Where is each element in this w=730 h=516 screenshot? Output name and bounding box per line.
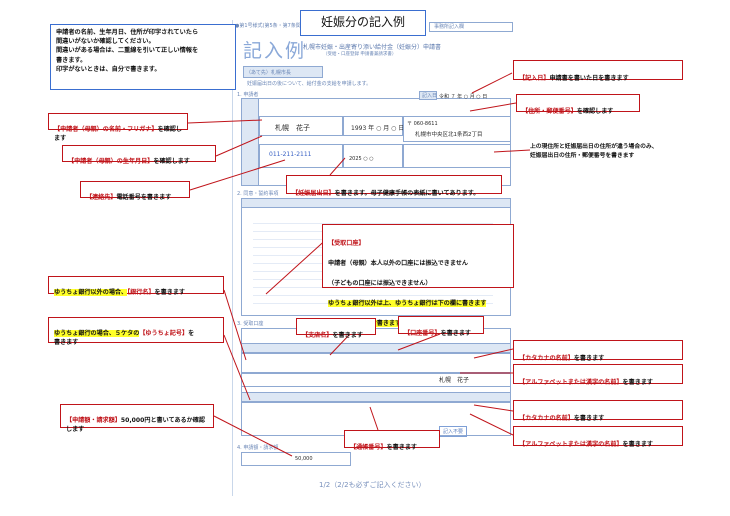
callout-written-date-tag: 【記入日】 bbox=[519, 75, 550, 82]
callout-alpha2-text: を書きます bbox=[622, 441, 654, 448]
form-header-left: ●第1号様式(第5条・第7条関係) bbox=[235, 23, 308, 29]
callout-address-text: を確認します bbox=[576, 108, 614, 115]
callout-applicant-name-tag: 【申請者（母親）の名前・フリガナ】 bbox=[54, 126, 158, 133]
callout-phone-text: 電話番号を書きます bbox=[116, 194, 172, 201]
mayor-box: （あて先）札幌市長 bbox=[243, 66, 323, 78]
callout-receive-account: 【受取口座】 申請者（母親）本人以外の口座には振込できません （子どもの口座には… bbox=[322, 224, 514, 327]
phone-value: 011-211-2111 bbox=[269, 151, 312, 158]
callout-receive-tag: 【受取口座】 bbox=[328, 240, 365, 247]
callout-branch: 【支店名】を書きます bbox=[296, 318, 376, 339]
callout-applicant-name-text: を確認します bbox=[54, 126, 182, 142]
callout-branch-tag: 【支店名】 bbox=[302, 332, 333, 339]
form-subtitle: （受給・口座登録 申請書兼請求書） bbox=[323, 52, 397, 57]
callout-alpha2-tag: 【アルファベットまたは漢字の名前】 bbox=[519, 441, 623, 448]
dob-field bbox=[343, 116, 403, 136]
callout-preg-date: 【妊娠届出日】を書きます。母子健康手帳の表紙に書いてあります。 bbox=[286, 175, 502, 197]
callout-alpha1-tag: 【アルファベットまたは漢字の名前】 bbox=[519, 379, 623, 386]
apply-note: 妊娠届出日の後について、給付金の支給を申請します。 bbox=[247, 81, 372, 87]
applicant-label-col bbox=[241, 98, 259, 186]
name-field bbox=[259, 116, 343, 136]
callout-receive-hl1: ゆうちょ銀行以外は上、ゆうちょ銀行は下の欄に書きます bbox=[328, 300, 487, 307]
fill-not-required-tag: 記入不要 bbox=[439, 426, 468, 437]
bank-name-row bbox=[241, 373, 511, 387]
dob-value: 1993 年 ○ 月 ○ 日 bbox=[351, 125, 405, 132]
section-amount: 4. 申請額・請求額 bbox=[237, 445, 279, 451]
preg-address-field bbox=[403, 144, 511, 168]
callout-written-date-text: 申請書を書いた日を書きます bbox=[549, 75, 629, 82]
name-value: 札幌 花子 bbox=[275, 124, 310, 132]
page-title: 妊娠分の記入例 bbox=[300, 10, 426, 36]
address-value: 札幌市中央区北1条西2丁目 bbox=[415, 132, 483, 138]
callout-account-no: 【口座番号】を書きます bbox=[398, 316, 484, 337]
callout-account-no-text: を書きます bbox=[440, 330, 472, 337]
callout-alpha1-text: を書きます bbox=[622, 379, 654, 386]
callout-passbook: 【通帳番号】を書きます bbox=[344, 430, 440, 451]
callout-alpha-name-1: 【アルファベットまたは漢字の名前】を書きます bbox=[513, 364, 683, 386]
preg-date-value: 2025 ○ ○ bbox=[349, 156, 374, 162]
account-name-value: 札幌 花子 bbox=[439, 377, 470, 384]
callout-kana2-tag: 【カタカナの名前】 bbox=[519, 415, 574, 422]
callout-non-yucho-tag: 【銀行名】 bbox=[127, 289, 155, 296]
account-header-row bbox=[241, 343, 511, 353]
section-applicant: 1. 申請者 bbox=[237, 92, 259, 98]
callout-kana2-text: を書きます bbox=[573, 415, 605, 422]
callout-yucho-pre: ゆうちょ銀行の場合、５ケタの bbox=[54, 330, 140, 337]
callout-applicant-dob-text: を確認します bbox=[153, 158, 190, 165]
callout-amount-tag: 【申請額・請求額】 bbox=[66, 417, 121, 424]
callout-branch-text: を書きます bbox=[332, 332, 363, 339]
amount-field bbox=[241, 452, 351, 466]
postal-value: 〒 060-8611 bbox=[407, 121, 438, 127]
callout-passbook-tag: 【通帳番号】 bbox=[350, 444, 387, 451]
applicant-table bbox=[241, 98, 511, 186]
form-footer: 1/2（2/2も必ずご記入ください） bbox=[319, 481, 426, 489]
consent-header bbox=[241, 198, 511, 208]
callout-phone-tag: 【連絡先】 bbox=[86, 194, 117, 201]
bank-row bbox=[241, 353, 511, 373]
callout-kana-name-1: 【カタカナの名前】を書きます bbox=[513, 340, 683, 362]
callout-applicant-dob: 【申請者（母親）の生年月日】を確認します bbox=[62, 145, 216, 165]
callout-account-no-tag: 【口座番号】 bbox=[404, 330, 441, 337]
callout-preg-date-text: を書きます。母子健康手帳の表紙に書いてあります。 bbox=[334, 190, 480, 197]
form-header-right: 事務所記入欄 bbox=[429, 22, 513, 32]
yucho-header-row bbox=[241, 392, 511, 402]
callout-alpha-name-2: 【アルファベットまたは漢字の名前】を書きます bbox=[513, 426, 683, 448]
amount-value: 50,000 bbox=[295, 456, 313, 462]
callout-non-yucho-pre: ゆうちょ銀行以外の場合、 bbox=[54, 289, 128, 296]
callout-address: 【住所・郵便番号】を確認します bbox=[516, 94, 640, 115]
callout-address-tag: 【住所・郵便番号】 bbox=[522, 108, 577, 115]
callout-written-date: 【記入日】申請書を書いた日を書きます bbox=[513, 60, 683, 82]
callout-preg-date-tag: 【妊娠届出日】 bbox=[292, 190, 335, 197]
callout-receive-line2: （子どもの口座には振込できません） bbox=[328, 280, 432, 287]
preg-date-field bbox=[343, 144, 403, 168]
callout-receive-line1: 申請者（母親）本人以外の口座には振込できません bbox=[328, 260, 468, 267]
written-date-value: 令和 ７ 年 ○ 月 ○ 日 bbox=[439, 94, 488, 100]
callout-amount: 【申請額・請求額】50,000円と書いてあるか確認 します bbox=[60, 404, 214, 433]
section-consent: 2. 同意・誓約事項 bbox=[237, 191, 279, 197]
callout-kana1-tag: 【カタカナの名前】 bbox=[519, 355, 574, 362]
callout-amount-text: 50,000円と書いてあるか確認 します bbox=[66, 417, 205, 433]
callout-kana-name-2: 【カタカナの名前】を書きます bbox=[513, 400, 683, 422]
callout-applicant-dob-tag: 【申請者（母親）の生年月日】 bbox=[68, 158, 154, 165]
sample-watermark: 記入例 bbox=[243, 40, 307, 62]
address-note: 上の現住所と妊娠届出日の住所が違う場合のみ、 妊娠届出日の住所・郵便番号を書きま… bbox=[530, 144, 658, 159]
callout-kana1-text: を書きます bbox=[573, 355, 605, 362]
callout-passbook-text: を書きます bbox=[386, 444, 418, 451]
callout-non-yucho-text: を書きます bbox=[154, 289, 186, 296]
section-account: 3. 受取口座 bbox=[237, 321, 264, 327]
intro-note: 申請者の名前、生年月日、住所が印字されていたら 間違いがないか確認してください。… bbox=[50, 24, 236, 90]
callout-phone: 【連絡先】電話番号を書きます bbox=[80, 181, 190, 201]
callout-yucho: ゆうちょ銀行の場合、５ケタの【ゆうちょ記号】を 書きます bbox=[48, 317, 224, 346]
callout-non-yucho: ゆうちょ銀行以外の場合、【銀行名】を書きます bbox=[48, 276, 224, 296]
written-date-label: 記入日 bbox=[419, 91, 437, 100]
callout-applicant-name: 【申請者（母親）の名前・フリガナ】を確認します bbox=[48, 113, 188, 142]
callout-yucho-tag: 【ゆうちょ記号】 bbox=[139, 330, 189, 337]
callout-yucho-text: を 書きます bbox=[54, 330, 195, 346]
address-field bbox=[403, 116, 511, 142]
form-title: 札幌市妊娠・出産寄り添い給付金（妊娠分）申請書 bbox=[303, 44, 442, 51]
